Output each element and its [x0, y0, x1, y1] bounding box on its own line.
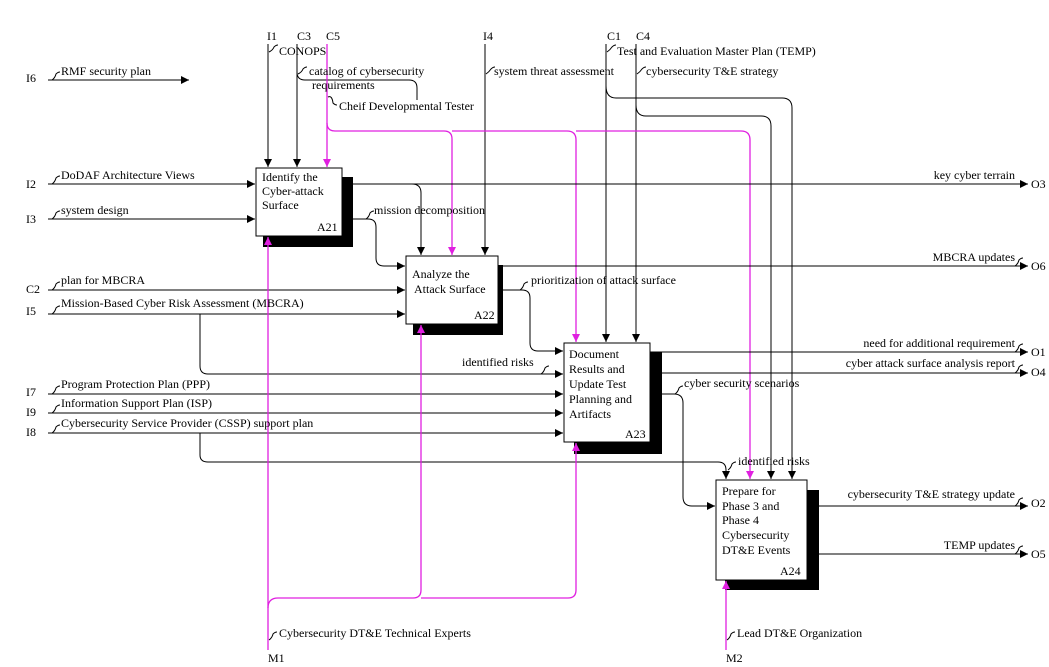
label-ticks [51, 44, 1024, 641]
code-c5: C5 [326, 29, 340, 43]
label-prioritization: prioritization of attack surface [531, 273, 676, 287]
code-i4: I4 [483, 29, 493, 43]
box-a24-line-3: Phase 4 [722, 513, 759, 527]
label-cssp: Cybersecurity Service Provider (CSSP) su… [61, 416, 313, 430]
code-i5: I5 [26, 304, 36, 318]
label-temp: Test and Evaluation Master Plan (TEMP) [617, 44, 816, 58]
code-i2: I2 [26, 177, 36, 191]
label-mbcra-updates: MBCRA updates [933, 250, 1016, 264]
code-i9: I9 [26, 405, 36, 419]
label-key-cyber-terrain: key cyber terrain [934, 168, 1015, 182]
code-i6: I6 [26, 71, 36, 85]
label-technical-experts: Cybersecurity DT&E Technical Experts [279, 626, 471, 640]
code-c3: C3 [297, 29, 311, 43]
box-a22: Analyze the Attack Surface A22 [405, 255, 503, 335]
box-a24-line-5: DT&E Events [722, 543, 791, 557]
label-rmf: RMF security plan [61, 64, 151, 78]
box-a24-line-4: Cybersecurity [722, 528, 789, 542]
box-a23-id: A23 [625, 427, 646, 441]
label-analysis-report: cyber attack surface analysis report [846, 356, 1016, 370]
code-o4: O4 [1031, 365, 1046, 379]
label-dodaf: DoDAF Architecture Views [61, 168, 195, 182]
code-m2: M2 [726, 651, 743, 665]
box-a22-line-2: Attack Surface [414, 282, 486, 296]
box-a23-line-1: Document [569, 347, 620, 361]
code-o3: O3 [1031, 177, 1046, 191]
label-chief-dev-tester: Cheif Developmental Tester [339, 99, 474, 113]
label-mbcra: Mission-Based Cyber Risk Assessment (MBC… [61, 296, 304, 310]
label-identified-risks-1: identified risks [462, 355, 534, 369]
box-a21-line-2: Cyber-attack [262, 184, 324, 198]
code-o6: O6 [1031, 259, 1046, 273]
code-m1: M1 [268, 651, 285, 665]
control-arrows [264, 44, 796, 479]
mechanism-arrows [264, 237, 730, 650]
label-mission-decomposition: mission decomposition [374, 203, 485, 217]
code-o2: O2 [1031, 496, 1046, 510]
box-a23: Document Results and Update Test Plannin… [563, 342, 662, 454]
box-a22-line-1: Analyze the [412, 267, 470, 281]
box-a21: Identify the Cyber-attack Surface A21 [255, 167, 353, 247]
code-i1: I1 [267, 29, 277, 43]
box-a23-line-4: Planning and [569, 392, 632, 406]
label-identified-risks-2: identified risks [738, 454, 810, 468]
label-cyber-te-strategy: cybersecurity T&E strategy [646, 64, 778, 78]
box-a24-line-2: Phase 3 and [722, 499, 779, 513]
label-plan-mbcra: plan for MBCRA [61, 273, 145, 287]
label-lead-dte-org: Lead DT&E Organization [737, 626, 862, 640]
label-temp-updates: TEMP updates [944, 538, 1016, 552]
box-a21-id: A21 [317, 220, 338, 234]
label-conops: CONOPS [279, 44, 326, 58]
box-a24-id: A24 [780, 564, 801, 578]
code-c4: C4 [636, 29, 650, 43]
label-need-additional-req: need for additional requirement [863, 336, 1015, 350]
label-system-threat: system threat assessment [494, 64, 615, 78]
box-a23-line-3: Update Test [569, 377, 627, 391]
box-a24-line-1: Prepare for [722, 484, 776, 498]
box-a22-id: A22 [474, 308, 495, 322]
code-i7: I7 [26, 385, 36, 399]
boundary-codes: I1 C3 C5 I4 C1 C4 I6 I2 I3 C2 I5 I7 I9 I… [26, 29, 1046, 665]
box-a24: Prepare for Phase 3 and Phase 4 Cybersec… [715, 479, 819, 590]
box-a23-line-5: Artifacts [569, 407, 611, 421]
arrow-labels: CONOPS catalog of cybersecurity requirem… [61, 44, 1016, 640]
label-ppp: Program Protection Plan (PPP) [61, 377, 210, 391]
code-i8: I8 [26, 425, 36, 439]
label-strategy-update: cybersecurity T&E strategy update [848, 487, 1015, 501]
label-catalog-line-2: requirements [312, 78, 375, 92]
label-cyber-scenarios: cyber security scenarios [684, 376, 800, 390]
box-a21-line-3: Surface [262, 198, 299, 212]
code-o1: O1 [1031, 345, 1046, 359]
label-isp: Information Support Plan (ISP) [61, 396, 212, 410]
code-c1: C1 [607, 29, 621, 43]
code-i3: I3 [26, 212, 36, 226]
label-system-design: system design [61, 203, 129, 217]
magenta-control-arrows [323, 44, 754, 479]
code-o5: O5 [1031, 547, 1046, 561]
internal-flows [342, 180, 1028, 558]
box-a23-line-2: Results and [569, 362, 625, 376]
input-arrows [48, 76, 730, 479]
label-catalog-line-1: catalog of cybersecurity [309, 64, 424, 78]
box-a21-line-1: Identify the [262, 170, 318, 184]
code-c2: C2 [26, 282, 40, 296]
